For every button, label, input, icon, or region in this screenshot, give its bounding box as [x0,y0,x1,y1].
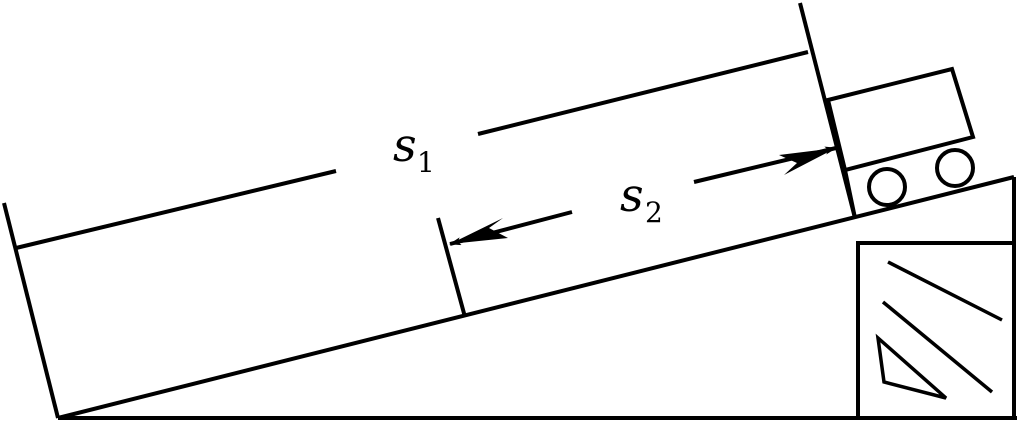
s2-end-marker [436,217,467,318]
truck-frame [843,169,857,219]
s2-arrowhead-right [779,148,836,175]
block-hatch-shape [875,333,948,400]
s2-subscript: 2 [645,196,663,229]
s1-subscript: 1 [417,146,435,179]
truck-front-wheel [935,148,975,188]
s1-dimension-left [15,169,337,250]
s1-dimension-right [477,50,809,136]
truck-cab [825,66,976,173]
support-block [856,241,1016,420]
truck-rear-wheel [867,167,907,207]
block-hatch-2 [881,300,994,394]
s2-arrowhead-left [450,218,508,244]
incline-surface [57,175,1015,420]
block-hatch-1 [887,260,1003,322]
s1-label: s [393,118,417,172]
s2-label: s [620,168,644,222]
s1-start-marker [2,202,60,419]
